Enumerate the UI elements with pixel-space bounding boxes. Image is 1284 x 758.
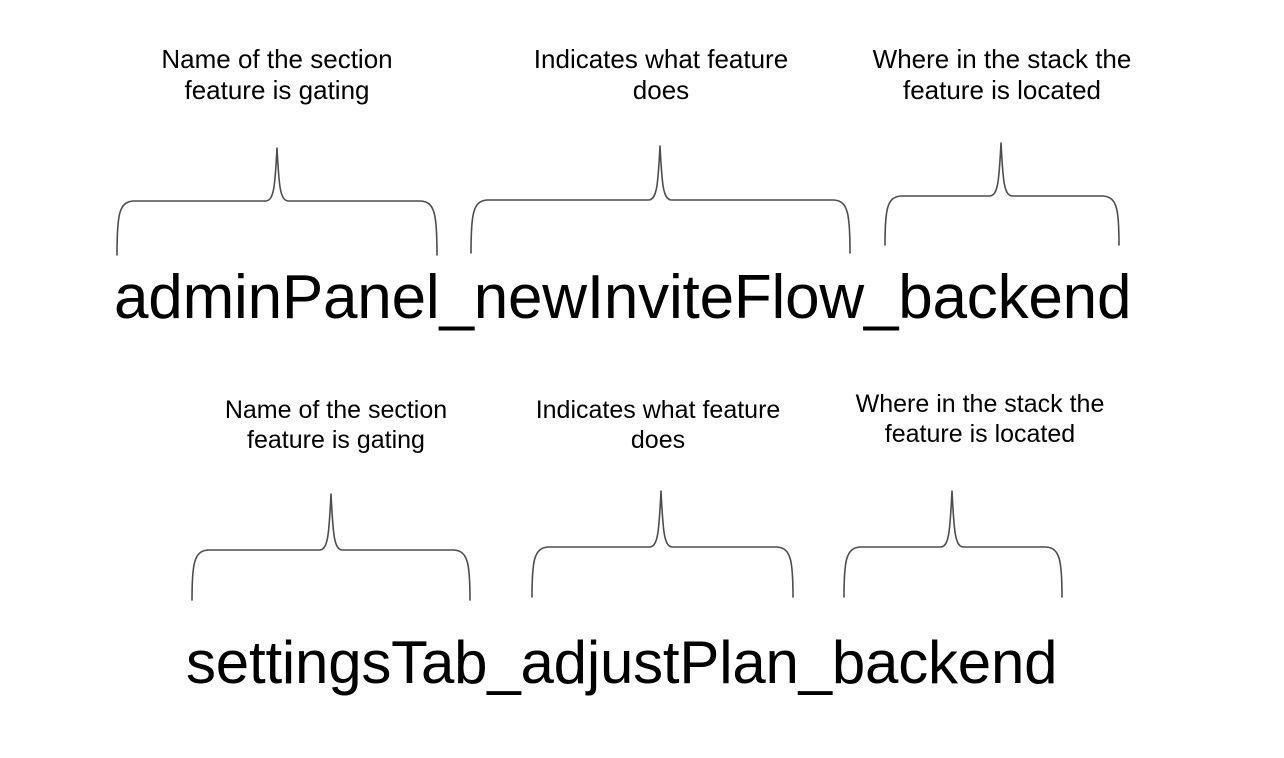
brace-row2-segment2: [531, 490, 794, 598]
brace-row2-segment3: [843, 490, 1063, 598]
caption-section-row1: Name of the section feature is gating: [161, 44, 393, 105]
flag-name-row1: adminPanel_newInviteFlow_backend: [114, 263, 1132, 332]
caption-layer-row1: Where in the stack the feature is locate…: [872, 44, 1132, 105]
brace-row1-segment1: [116, 147, 438, 256]
caption-behavior-row2: Indicates what feature does: [535, 396, 781, 454]
flag-name-row2: settingsTab_adjustPlan_backend: [186, 629, 1058, 696]
caption-layer-row2: Where in the stack the feature is locate…: [855, 390, 1105, 448]
caption-behavior-row1: Indicates what feature does: [533, 44, 789, 105]
brace-row1-segment3: [884, 142, 1120, 246]
caption-section-row2: Name of the section feature is gating: [224, 396, 448, 454]
brace-row1-segment2: [470, 145, 851, 254]
brace-row2-segment1: [191, 493, 471, 601]
